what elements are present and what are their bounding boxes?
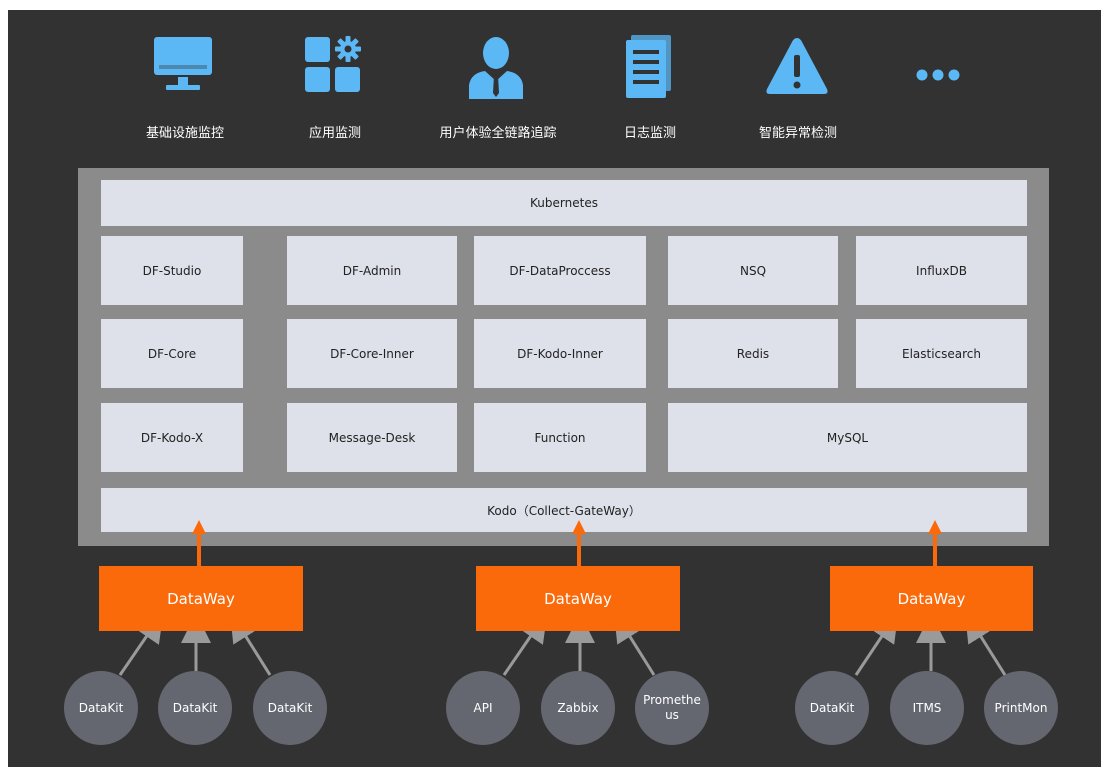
source-node: DataKit [64,671,138,745]
warning-icon [764,35,830,97]
source-node: Zabbix [541,671,615,745]
source-node: DataKit [253,671,327,745]
service-box: Message-Desk [287,403,457,472]
capability-label-anomaly: 智能异常检测 [758,126,837,141]
service-box: DF-Kodo-Inner [474,319,646,388]
capability-label-log: 日志监测 [623,126,676,141]
service-box: InfluxDB [856,236,1027,305]
service-box: Function [474,403,646,472]
more-icon [915,68,961,82]
source-node: DataKit [795,671,869,745]
source-node: ITMS [890,671,964,745]
service-box: Redis [668,319,838,388]
source-node: Promethe us [635,671,709,745]
source-node: API [446,671,520,745]
kubernetes-box: Kubernetes [101,180,1027,226]
service-box: DF-Admin [287,236,457,305]
service-box: DF-Studio [101,236,243,305]
source-node: DataKit [158,671,232,745]
gateway-box: Kodo（Collect-GateWay） [101,488,1027,532]
dataway-box: DataWay [830,566,1033,631]
source-node: PrintMon [984,671,1058,745]
capability-label-app: 应用监测 [308,126,361,141]
user-icon [465,35,527,99]
dataway-box: DataWay [476,566,680,631]
service-box: MySQL [668,403,1027,472]
service-box: NSQ [668,236,838,305]
capability-label-rum: 用户体验全链路追踪 [439,126,557,141]
service-box: DF-Core-Inner [287,319,457,388]
service-box: Elasticsearch [856,319,1027,388]
service-box: DF-Kodo-X [101,403,243,472]
document-icon [625,35,673,99]
service-box: DF-DataProccess [474,236,646,305]
capability-label-infra: 基础设施监控 [145,126,224,141]
app-grid-icon [304,35,366,95]
service-box: DF-Core [101,319,243,388]
dataway-box: DataWay [99,566,303,631]
monitor-icon [152,35,214,95]
